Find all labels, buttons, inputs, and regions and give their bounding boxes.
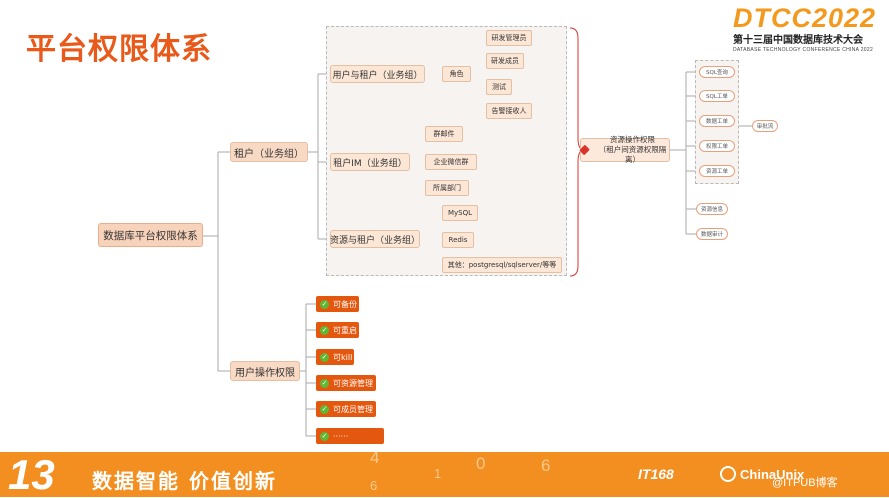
role-node: 角色 — [442, 66, 471, 82]
resource-item: MySQL — [442, 205, 478, 221]
op-label: 可成员管理 — [333, 404, 373, 414]
footer-deco-digit: 0 — [476, 454, 486, 473]
tenant-node: 租户（业务组） — [230, 142, 308, 162]
root-node: 数据库平台权限体系 — [98, 223, 203, 247]
op-label: ······ — [333, 431, 349, 441]
check-icon: ✓ — [320, 404, 329, 414]
footer-bar — [0, 452, 889, 497]
logo-tagline: DATABASE TECHNOLOGY CONFERENCE CHINA 202… — [733, 47, 874, 53]
line-ops — [300, 303, 316, 437]
op-item: ✓ 可资源管理 — [316, 375, 376, 391]
chinaunix-icon — [720, 466, 736, 482]
watermark: @ITPUB博客 — [772, 477, 838, 489]
pill-item: 资源信息 — [696, 203, 728, 215]
op-label: 可kill — [333, 352, 353, 362]
op-label: 可资源管理 — [333, 378, 373, 388]
op-item: ✓ 可kill — [316, 349, 354, 365]
op-label: 可重启 — [333, 325, 357, 335]
role-item: 告警接收人 — [486, 103, 532, 119]
pill-item: SQL工单 — [699, 90, 735, 102]
footer-deco-digit: 6 — [541, 456, 551, 475]
resource-perm-line1: 资源操作权限 — [610, 135, 656, 144]
resource-perm-node: 资源操作权限 （租户间资源权限隔离） — [579, 135, 670, 164]
edition-number: 13 — [8, 451, 55, 498]
resource-item: 其他：postgresql/sqlserver/等等 — [442, 257, 562, 273]
line-root — [203, 151, 230, 372]
logo-subtitle: 第十三届中国数据库技术大会 — [733, 35, 863, 46]
user-ops-node: 用户操作权限 — [230, 361, 300, 381]
footer-deco-digit: 6 — [370, 478, 378, 493]
check-icon: ✓ — [320, 431, 329, 441]
check-icon: ✓ — [320, 299, 329, 309]
pill-item: 权限工单 — [699, 140, 735, 152]
op-item: ✓ ······ — [316, 428, 384, 444]
user-tenant-node: 用户与租户（业务组） — [330, 65, 425, 83]
check-icon: ✓ — [320, 325, 329, 335]
pill-item: 数据工单 — [699, 115, 735, 127]
im-item: 群邮件 — [425, 126, 463, 142]
footer-slogan: 数据智能 价值创新 — [92, 469, 277, 493]
check-icon: ✓ — [320, 352, 329, 362]
op-item: ✓ 可重启 — [316, 322, 359, 338]
pill-item: 资源工单 — [699, 165, 735, 177]
role-item: 研发成员 — [486, 53, 524, 69]
page-title: 平台权限体系 — [26, 32, 212, 67]
conference-logo: DTCC2022 第十三届中国数据库技术大会 DATABASE TECHNOLO… — [733, 4, 883, 54]
resource-tenant-node: 资源与租户（业务组） — [330, 230, 420, 248]
op-label: 可备份 — [333, 299, 357, 309]
op-item: ✓ 可备份 — [316, 296, 359, 312]
resource-perm-line2: （租户间资源权限隔离） — [598, 145, 667, 164]
im-item: 所属部门 — [425, 180, 469, 196]
op-item: ✓ 可成员管理 — [316, 401, 376, 417]
role-item: 测试 — [486, 79, 512, 95]
resource-item: Redis — [442, 232, 474, 248]
approval-pill: 审批流 — [752, 120, 778, 132]
chinaunix-logo: ChinaUnix — [740, 467, 805, 482]
logo-main: DTCC2022 — [733, 3, 877, 33]
shield-icon — [579, 144, 590, 156]
it168-logo: IT168 — [638, 466, 674, 482]
footer-deco-digit: 1 — [434, 466, 442, 481]
pill-item: SQL查询 — [699, 66, 735, 78]
tenant-im-node: 租户IM（业务组） — [330, 153, 410, 171]
line-tenant — [308, 73, 330, 240]
pill-item: 数据审计 — [696, 228, 728, 240]
line-resperm — [670, 71, 696, 235]
check-icon: ✓ — [320, 378, 329, 388]
role-item: 研发管理员 — [486, 30, 532, 46]
footer-deco-digit: 4 — [370, 448, 380, 467]
im-item: 企业微信群 — [425, 154, 477, 170]
